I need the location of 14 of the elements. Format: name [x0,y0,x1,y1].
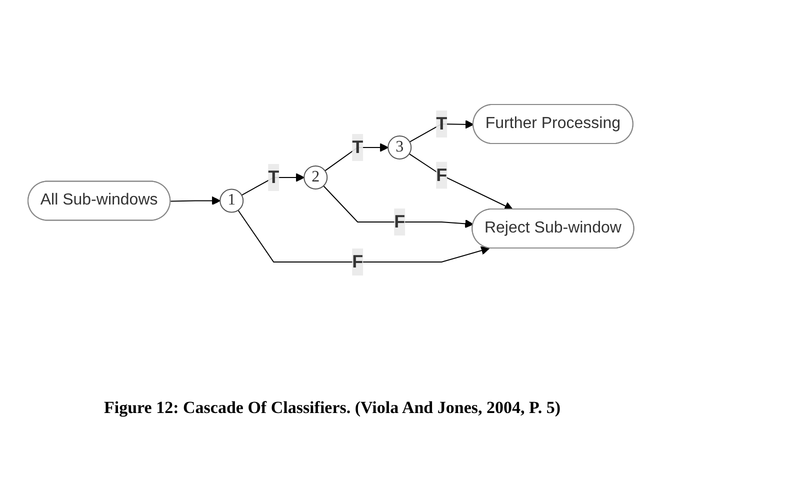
edge-label: T [352,137,364,157]
arrow [323,185,474,228]
edge-label: F [352,252,364,272]
edge-label: T [268,167,280,187]
edge-label: F [436,164,448,185]
node-circle: 3 [388,136,412,160]
node-circle: 2 [304,166,328,190]
arrow [170,196,221,206]
figure-caption: Figure 12: Cascade Of Classifiers. (Viola And Jones, 2004, P. 5) [104,398,560,418]
edge-label: F [394,212,406,232]
arrow [408,153,514,210]
edge-label: T [436,114,448,134]
arrow [238,210,490,262]
node-circle: 1 [220,188,244,213]
